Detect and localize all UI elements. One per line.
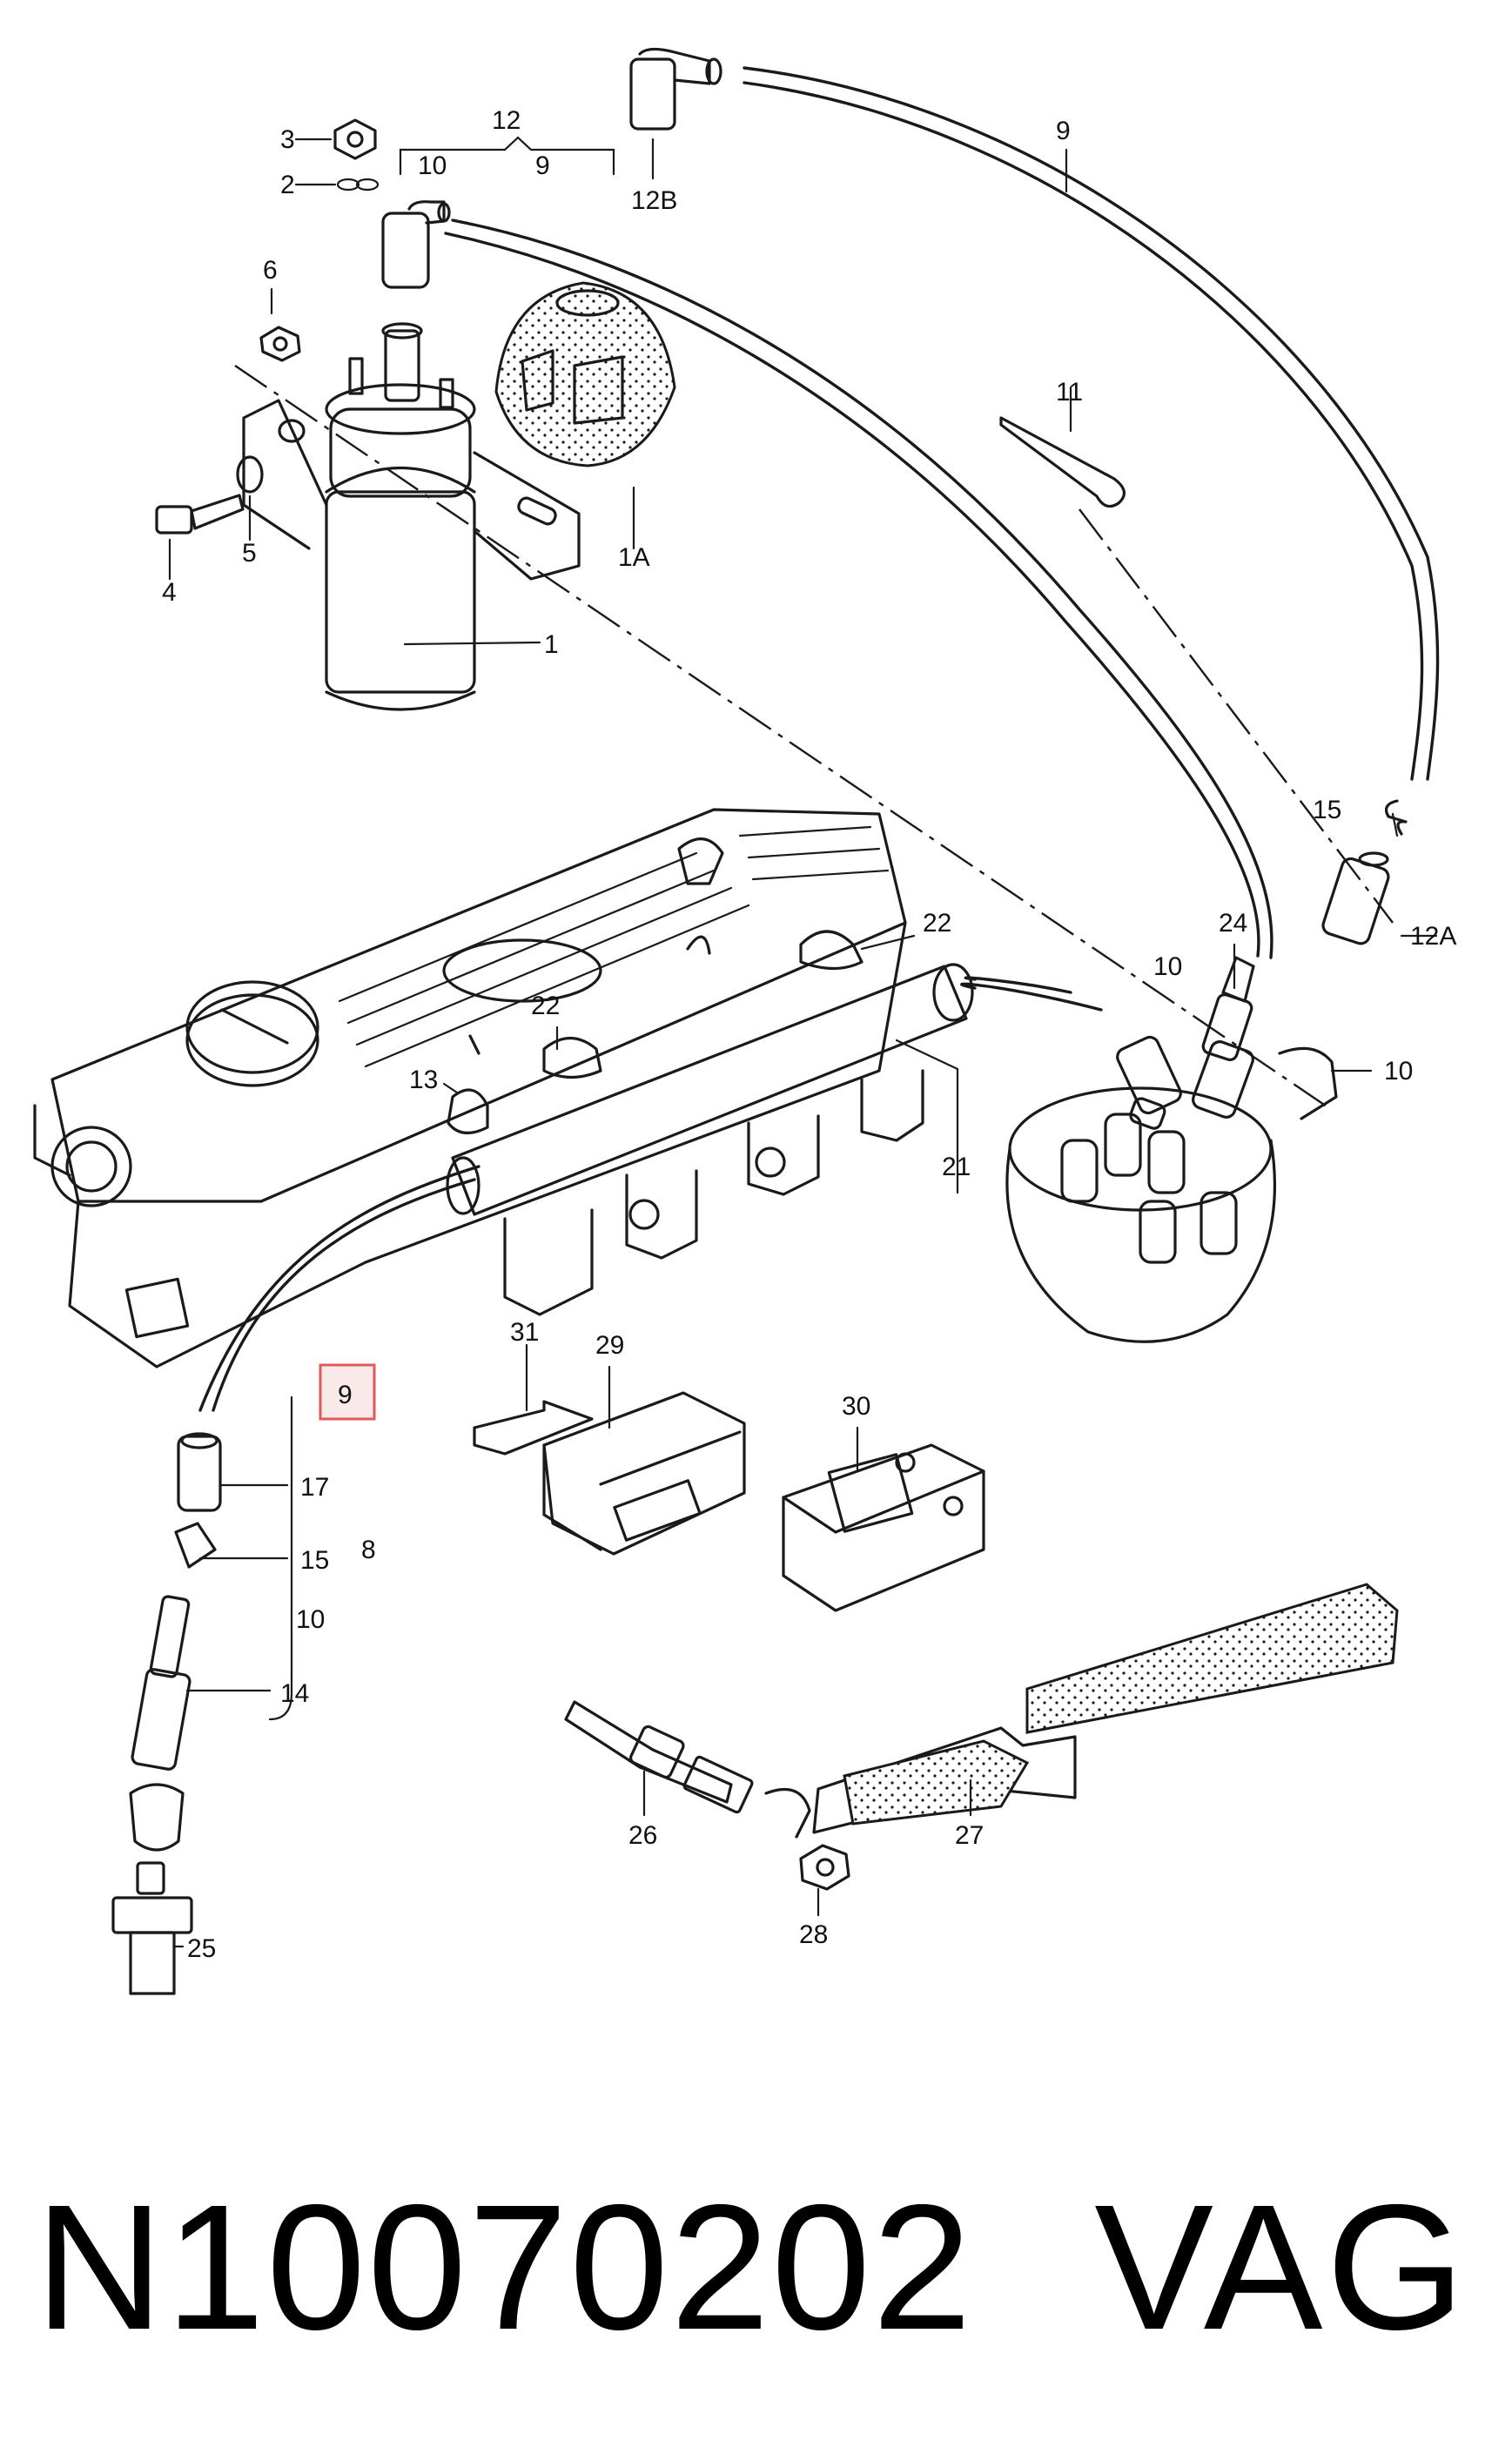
fuel-rail	[446, 963, 974, 1316]
hose-clamps	[447, 930, 864, 1134]
callout-22-mid: 22	[531, 992, 560, 1020]
spark-plug-stack	[111, 1395, 293, 1995]
callout-15-top: 15	[1313, 796, 1341, 824]
callout-labels: 1 1A 2 3 4 5 6 8 9 9 9 10 10 10 10 11 12…	[162, 106, 1456, 1963]
callout-28: 28	[799, 1920, 828, 1949]
callout-22-top: 22	[923, 909, 951, 938]
callout-1: 1	[544, 630, 559, 659]
callout-5: 5	[242, 539, 257, 568]
bracket-12	[399, 136, 615, 176]
part-number: N10070202	[35, 2168, 974, 2367]
callout-8: 8	[361, 1536, 376, 1564]
plug-cap-12a	[1321, 799, 1408, 945]
callout-12: 12	[492, 106, 521, 135]
callout-25: 25	[187, 1934, 216, 1963]
callout-17: 17	[300, 1473, 329, 1502]
callout-10-right: 10	[1384, 1057, 1413, 1086]
callout-24: 24	[1219, 909, 1247, 938]
callout-10-low: 10	[296, 1605, 325, 1634]
suppression-cover	[494, 281, 676, 550]
callout-1a: 1A	[618, 543, 650, 572]
coil-hardware	[155, 118, 380, 581]
coil-wire-cap	[381, 200, 451, 289]
ignition-coil	[242, 322, 581, 711]
callout-11: 11	[1056, 378, 1083, 407]
callout-31: 31	[510, 1318, 539, 1347]
control-units	[473, 1391, 985, 1612]
callout-21: 21	[942, 1153, 971, 1181]
callout-30: 30	[842, 1392, 870, 1421]
callout-12b: 12B	[631, 186, 677, 215]
ht-wires	[198, 66, 1440, 1412]
callout-3: 3	[280, 125, 295, 154]
plug-cap-12b	[629, 47, 722, 180]
brand-label: VAG	[1094, 2168, 1468, 2367]
callout-29: 29	[595, 1331, 624, 1360]
callout-9-low: 9	[338, 1381, 353, 1409]
highlight-box	[319, 1363, 376, 1421]
callout-6: 6	[263, 256, 278, 285]
callout-14: 14	[280, 1679, 309, 1708]
callout-9-top: 9	[1056, 117, 1071, 145]
cover-ribs	[338, 825, 890, 1068]
callout-4: 4	[162, 578, 177, 607]
callout-15-low: 15	[300, 1546, 329, 1575]
callout-13: 13	[409, 1066, 438, 1094]
callout-2: 2	[280, 171, 295, 199]
callout-9-cap: 9	[535, 151, 550, 180]
exploded-parts-diagram: 1 1A 2 3 4 5 6 8 9 9 9 10 10 10 10 11 12…	[33, 47, 1456, 1995]
callout-27: 27	[955, 1821, 984, 1850]
callout-10-cap: 10	[418, 151, 447, 180]
callout-12a: 12A	[1410, 922, 1456, 951]
valve-cover	[33, 808, 907, 1368]
callout-26: 26	[628, 1821, 657, 1850]
distributor-cap	[1005, 956, 1338, 1343]
leader-lines	[442, 148, 1438, 1917]
cable-tie	[999, 416, 1126, 508]
ground-strap	[564, 1583, 1399, 1891]
callout-10-left: 10	[1153, 952, 1182, 981]
